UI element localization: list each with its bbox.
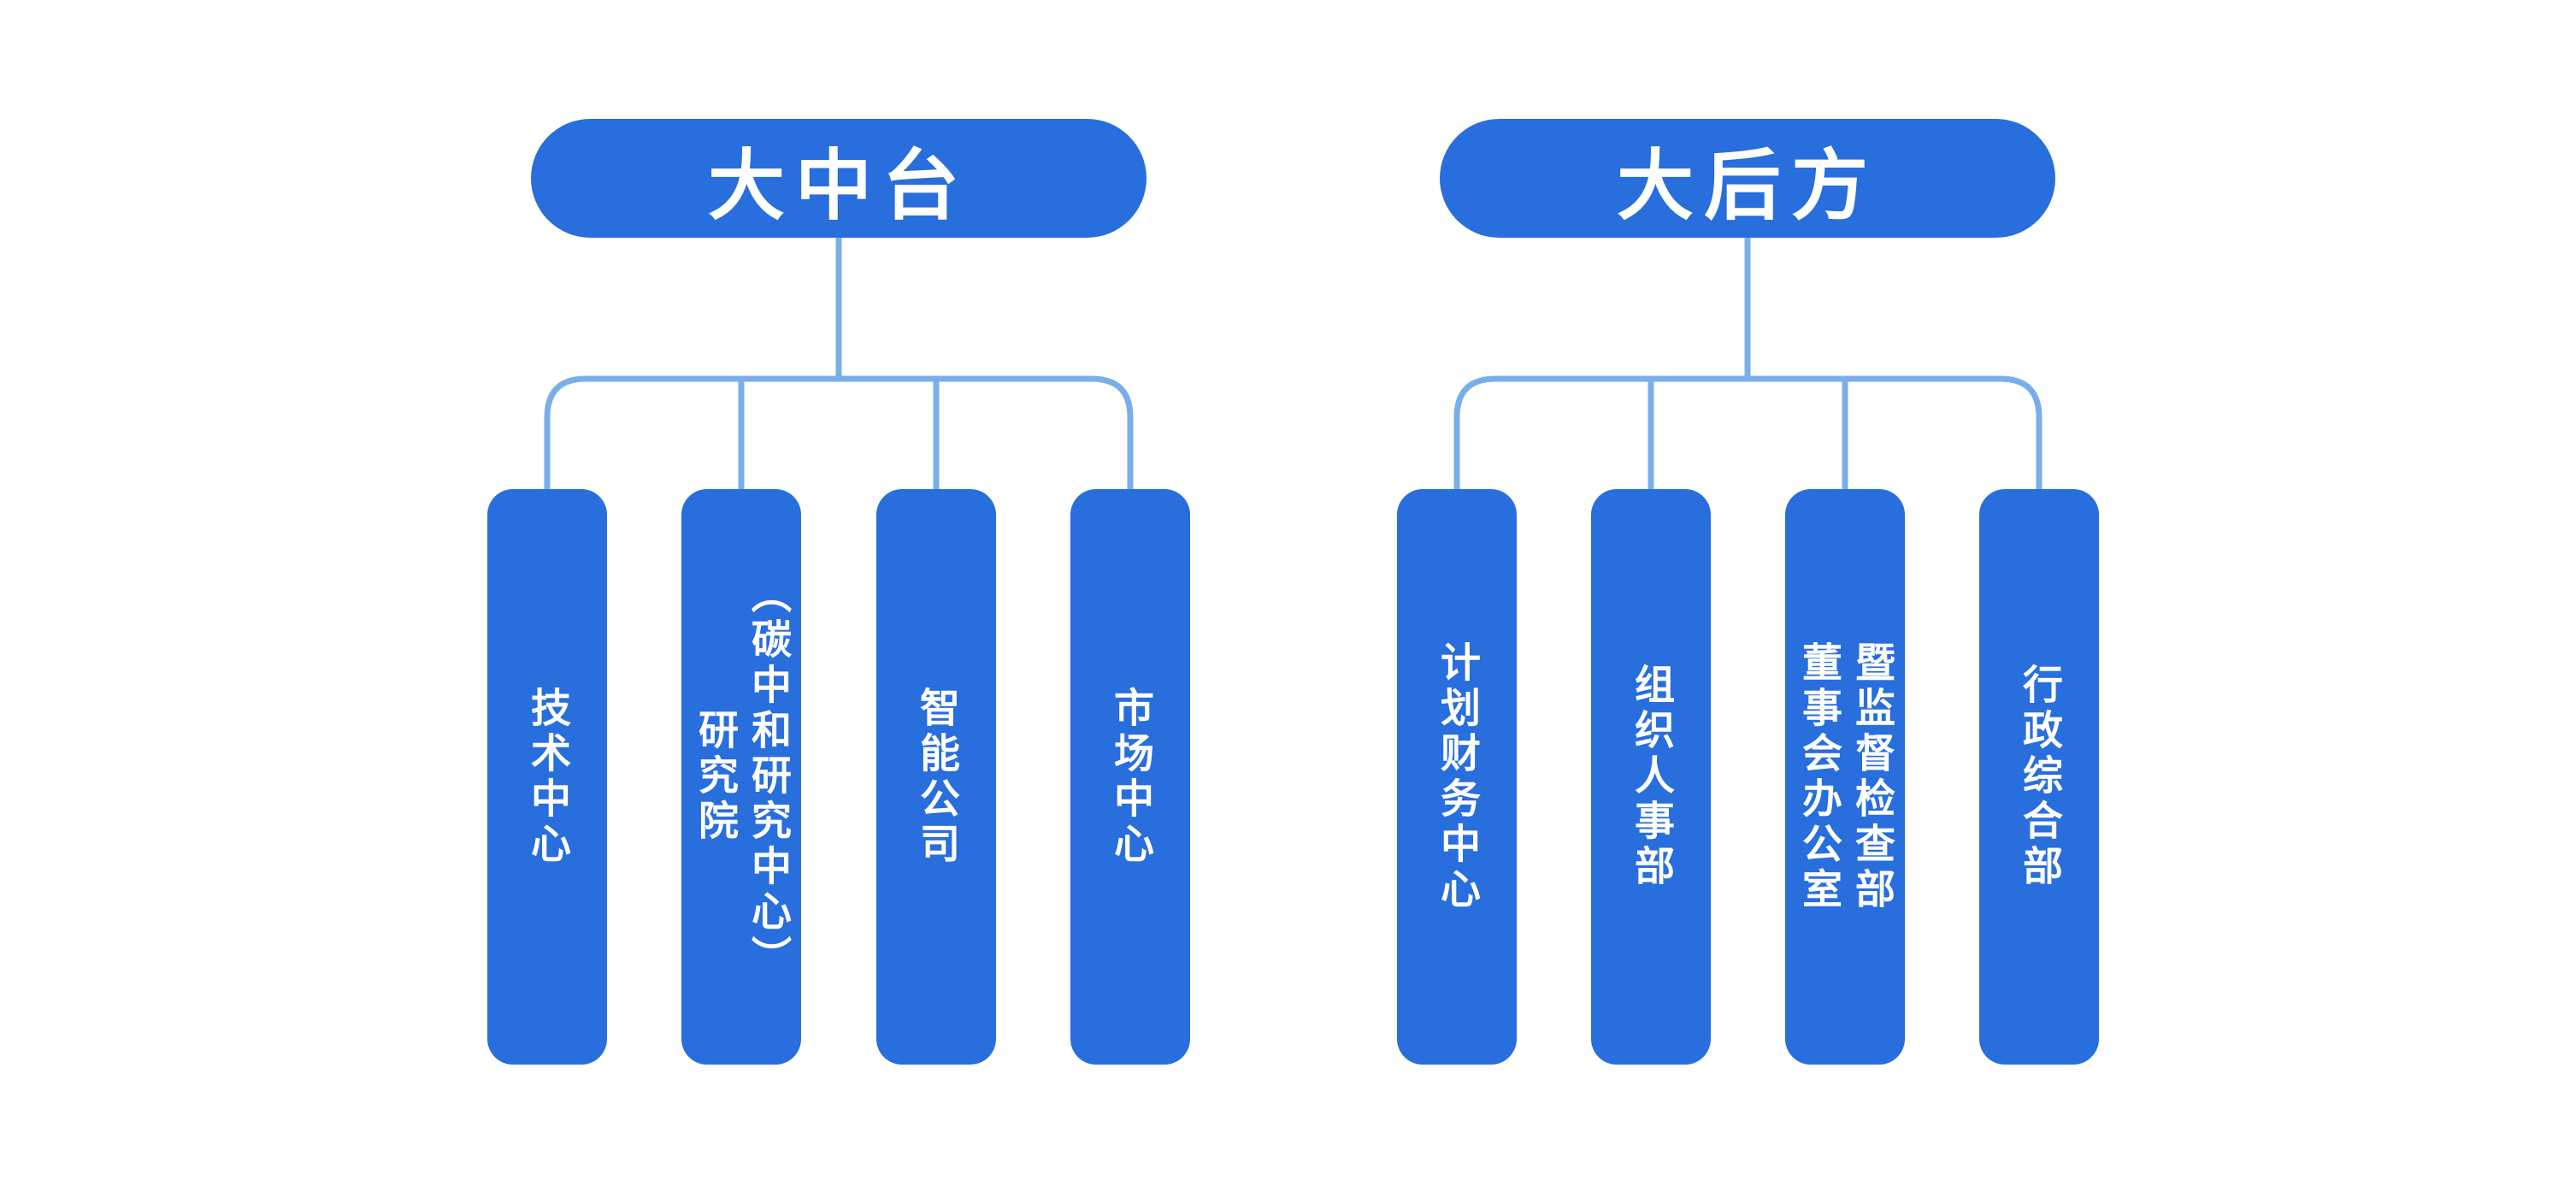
org-parent-label-1: 大中台 xyxy=(708,143,970,229)
connector-g2-rail xyxy=(1453,375,2043,493)
org-child-label-2-1: 计划财务中心 xyxy=(1435,640,1480,913)
org-parent-node-2[interactable]: 大后方 xyxy=(1440,119,2055,238)
org-child-node-1-2[interactable]: 研究院 （碳中和研究中心） xyxy=(681,489,801,1065)
org-child-node-2-3[interactable]: 董事会办公室 暨监督检查部 xyxy=(1785,489,1905,1065)
org-child-label-2-4: 行政综合部 xyxy=(2017,664,2062,890)
connector-g1-rail xyxy=(544,375,1134,493)
org-child-node-1-1[interactable]: 技术中心 xyxy=(487,489,607,1065)
org-child-label-2-2: 组织人事部 xyxy=(1629,664,1674,890)
org-parent-node-1[interactable]: 大中台 xyxy=(531,119,1147,238)
connector-stroke-group xyxy=(544,233,2043,493)
org-child-label-1-2: 研究院 （碳中和研究中心） xyxy=(693,573,791,981)
org-child-label-1-3: 智能公司 xyxy=(914,686,959,868)
org-parent-label-2: 大后方 xyxy=(1617,143,1878,229)
org-child-node-1-4[interactable]: 市场中心 xyxy=(1070,489,1190,1065)
org-child-label-2-3: 董事会办公室 暨监督检查部 xyxy=(1796,640,1895,913)
org-child-node-1-3[interactable]: 智能公司 xyxy=(876,489,996,1065)
org-child-node-2-4[interactable]: 行政综合部 xyxy=(1979,489,2099,1065)
org-child-node-2-1[interactable]: 计划财务中心 xyxy=(1397,489,1517,1065)
org-child-node-2-2[interactable]: 组织人事部 xyxy=(1591,489,1711,1065)
org-child-label-1-4: 市场中心 xyxy=(1108,686,1153,868)
org-child-label-1-1: 技术中心 xyxy=(525,686,570,868)
